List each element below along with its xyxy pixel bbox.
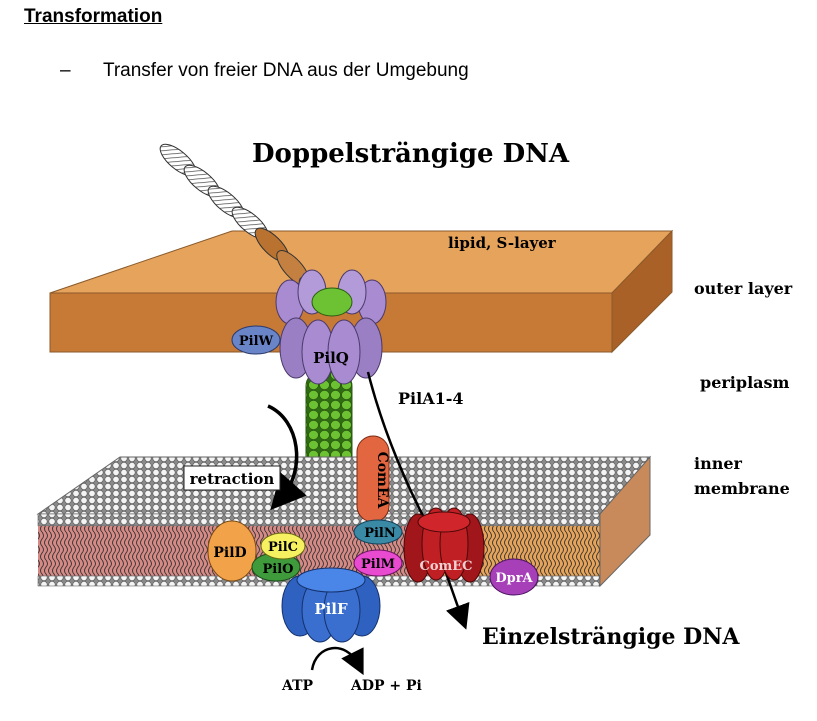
pilo-label: PilO xyxy=(263,562,294,577)
page-heading: Transformation xyxy=(24,6,163,27)
pild-protein xyxy=(207,520,257,582)
retraction-label: retraction xyxy=(190,470,275,488)
dsdna-helix xyxy=(159,143,326,308)
comea-label: ComEA xyxy=(374,452,390,510)
periplasm-label: periplasm xyxy=(700,373,790,392)
pila-label: PilA1-4 xyxy=(398,389,464,408)
pilw-label: PilW xyxy=(239,334,274,349)
ssdna-title: Einzelsträngige DNA xyxy=(482,624,740,650)
dpra-label: DprA xyxy=(495,571,533,586)
retraction-box xyxy=(183,465,281,491)
retraction-arrow xyxy=(267,404,307,511)
dsdna-title: Doppelsträngige DNA xyxy=(252,139,570,169)
atp-label: ATP xyxy=(281,678,314,694)
comec-protein xyxy=(403,507,485,583)
pilf-label: PilF xyxy=(314,600,348,618)
inner-membrane-label-line2: membrane xyxy=(694,479,790,498)
bullet-item: – Transfer von freier DNA aus der Umgebu… xyxy=(60,60,469,82)
dpra-protein xyxy=(489,558,539,596)
outer-layer xyxy=(49,229,674,354)
pilq-complex xyxy=(275,269,387,385)
pilm-protein xyxy=(353,549,403,577)
pild-label: PilD xyxy=(213,545,246,561)
pilc-protein xyxy=(260,532,306,560)
piln-label: PilN xyxy=(364,526,396,541)
inner-membrane xyxy=(36,455,652,588)
inner-membrane-label-line1: inner xyxy=(694,454,743,473)
outer-layer-label: outer layer xyxy=(694,279,793,298)
piln-protein xyxy=(353,519,403,545)
pilw-protein xyxy=(231,325,281,355)
comec-label: ComEC xyxy=(419,559,472,574)
bullet-marker: – xyxy=(60,60,71,81)
bullet-text: Transfer von freier DNA aus der Umgebung xyxy=(102,60,469,81)
adp-label: ADP + Pi xyxy=(350,678,422,694)
atp-arrow xyxy=(310,647,364,676)
lipid-s-layer-label: lipid, S-layer xyxy=(448,234,557,252)
pilc-label: PilC xyxy=(268,540,298,555)
pilf-protein xyxy=(281,567,381,643)
pilq-label: PilQ xyxy=(313,349,349,367)
ssdna-path xyxy=(366,371,470,630)
pilm-label: PilM xyxy=(361,557,395,572)
